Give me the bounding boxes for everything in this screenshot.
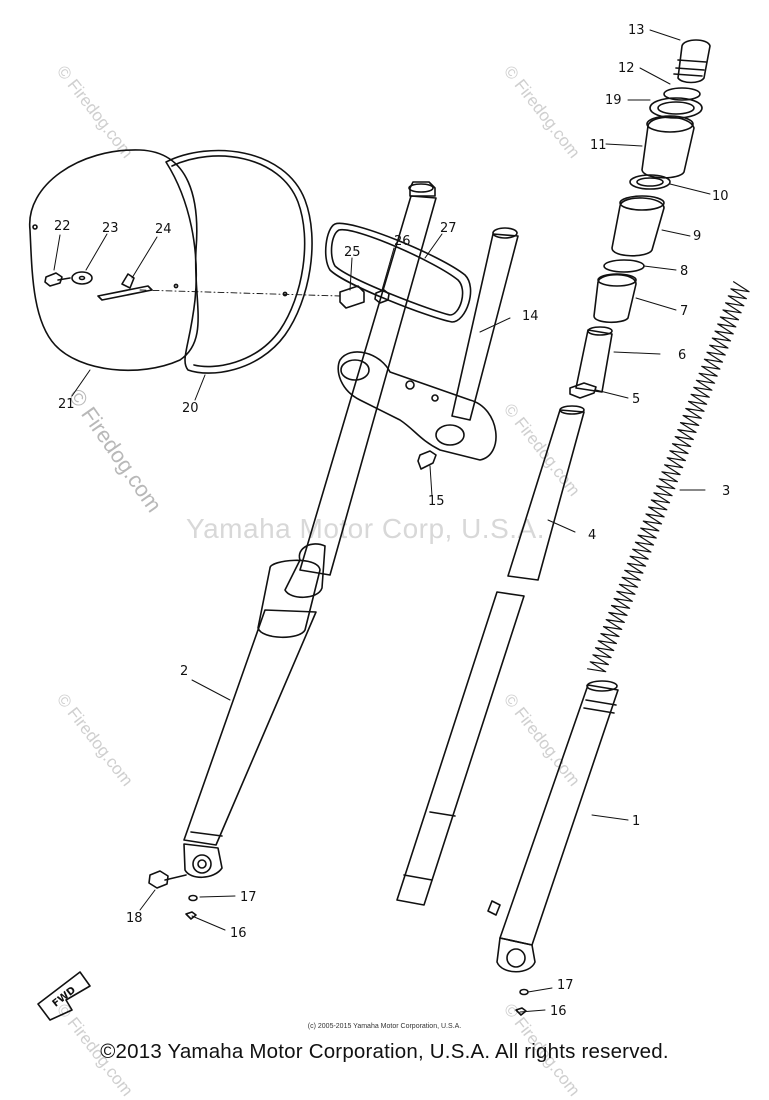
left-outer-tube-2	[184, 610, 316, 845]
screw-16-left	[186, 912, 196, 919]
main-copyright: ©2013 Yamaha Motor Corporation, U.S.A. A…	[0, 1040, 769, 1064]
callout-16-left: 16	[230, 926, 247, 941]
screw-15	[418, 451, 436, 469]
stem-14	[452, 234, 518, 420]
bushing-9	[612, 198, 664, 256]
callout-18: 18	[126, 911, 143, 926]
callout-4: 4	[588, 528, 596, 543]
callout-19: 19	[605, 93, 622, 108]
washer-17-left	[189, 896, 197, 901]
callout-27: 27	[440, 221, 457, 236]
callout-25: 25	[344, 245, 361, 260]
callout-26: 26	[394, 234, 411, 249]
parts-diagram: 13 12 19 11 10 9 8 7 6 5 3 4 14 15 1 2 1…	[0, 0, 769, 1073]
callout-22: 22	[54, 219, 71, 234]
rod-4	[508, 410, 584, 580]
callout-17-right: 17	[557, 978, 574, 993]
callout-15: 15	[428, 494, 445, 509]
clip-25	[340, 286, 364, 308]
callout-16-right: 16	[550, 1004, 567, 1019]
callout-17-left: 17	[240, 890, 257, 905]
callout-5: 5	[632, 392, 640, 407]
washer-23	[72, 272, 92, 284]
callout-6: 6	[678, 348, 686, 363]
fwd-label: FWD	[51, 985, 78, 1010]
callout-2: 2	[180, 664, 188, 679]
bushing-7	[594, 275, 636, 323]
callout-14: 14	[522, 309, 539, 324]
callout-3: 3	[722, 484, 730, 499]
washer-10	[630, 175, 670, 189]
rod-4-lower	[397, 592, 524, 905]
visor-plate	[30, 150, 198, 370]
bracket-lower	[338, 352, 496, 460]
washer-17-right	[520, 990, 528, 995]
callout-13: 13	[628, 23, 645, 38]
left-inner-tube-2	[300, 196, 436, 575]
callout-9: 9	[693, 229, 701, 244]
callout-7: 7	[680, 304, 688, 319]
callout-20: 20	[182, 401, 199, 416]
spring-3	[588, 282, 750, 672]
outer-tube-1	[500, 685, 618, 945]
callout-21: 21	[58, 397, 75, 412]
callout-8: 8	[680, 264, 688, 279]
callout-23: 23	[102, 221, 119, 236]
callout-12: 12	[618, 61, 635, 76]
callout-11: 11	[590, 138, 607, 153]
callout-10: 10	[712, 189, 729, 204]
cap-11	[642, 117, 694, 178]
callout-1: 1	[632, 814, 640, 829]
small-copyright: (c) 2005-2015 Yamaha Motor Corporation, …	[0, 1023, 769, 1030]
clip-8	[604, 260, 644, 272]
callout-24: 24	[155, 222, 172, 237]
spacer-6	[576, 330, 612, 392]
leader-lines	[54, 30, 710, 1012]
headlight-rim	[166, 151, 312, 374]
bracket-24	[98, 286, 152, 300]
